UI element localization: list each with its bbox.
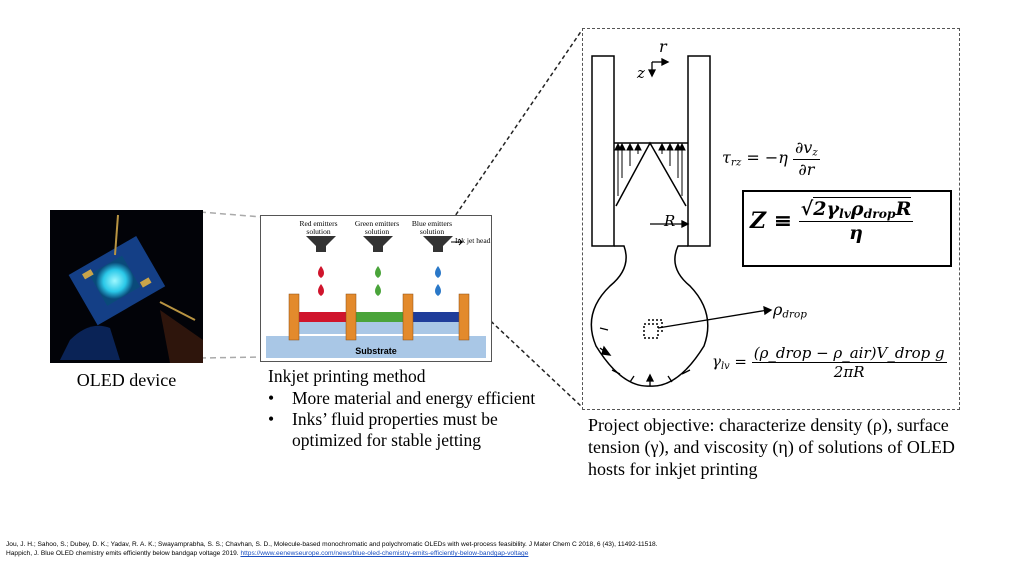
inkjet-drawing (266, 236, 486, 358)
z-num: 2γ (813, 198, 840, 220)
ink-jet-head-arrow-icon (454, 238, 462, 246)
reference-1: Jou, J. H.; Sahoo, S.; Dubey, D. K.; Yad… (6, 541, 658, 548)
z-lhs: Z ≡ (750, 208, 793, 235)
bullet-efficiency: More material and energy efficient (268, 388, 568, 409)
z-number-equation-box: Z ≡ √2γlvρdropR η (742, 190, 952, 267)
shear-num-sub: z (812, 146, 818, 159)
shear-num: ∂v (794, 138, 813, 157)
gamma-lhs: γ (712, 352, 721, 371)
z-number-equation: Z ≡ √2γlvρdropR η (750, 197, 914, 245)
oled-caption: OLED device (76, 370, 177, 390)
reference-2-text: Happich, J. Blue OLED chemistry emits ef… (6, 550, 241, 557)
z-num-end: R (895, 198, 912, 220)
oled-device-photo (50, 210, 203, 363)
gamma-lhs-sub: lv (720, 360, 730, 372)
oled-device-image (50, 210, 203, 363)
rho-drop-label: ρdrop (773, 300, 807, 321)
shear-stress-equation: τrz = −η ∂vz∂r (722, 138, 820, 179)
rho-sub: drop (782, 308, 807, 321)
ink-jet-head-label: Ink jet head (455, 236, 491, 245)
shear-rhs: = −η (746, 147, 788, 167)
blue-solution-label: Blue emitters solution (411, 219, 453, 236)
z-num-sub2: drop (863, 206, 896, 222)
z-den: η (849, 222, 863, 245)
substrate-label: Substrate (355, 346, 397, 356)
gamma-num: (ρ_drop − ρ_air)V_drop g (751, 344, 947, 363)
references: Jou, J. H.; Sahoo, S.; Dubey, D. K.; Yad… (6, 540, 1016, 558)
inkjet-figure: Red emitters solution Green emitters sol… (260, 215, 492, 362)
green-solution-label: Green emitters solution (354, 219, 400, 236)
rho-base: ρ (773, 300, 783, 319)
reference-2: Happich, J. Blue OLED chemistry emits ef… (6, 549, 1016, 558)
z-num-sub1: lv (839, 206, 851, 222)
shear-lhs-sub: rz (730, 156, 742, 169)
z-num-mid: ρ (850, 198, 864, 220)
reference-2-link[interactable]: https://www.eenewseurope.com/news/blue-o… (240, 550, 529, 557)
axis-z-label: z (637, 64, 645, 82)
shear-lhs: τ (722, 147, 731, 167)
shear-den: ∂r (798, 159, 815, 179)
gamma-den: 2πR (833, 363, 865, 381)
nozzle-detail-box (582, 28, 960, 410)
inkjet-bullet-list: More material and energy efficient Inks’… (268, 388, 568, 451)
inkjet-method-title: Inkjet printing method (268, 366, 426, 386)
axis-r-label: r (659, 37, 667, 56)
nozzle-droplet-diagram (590, 55, 773, 387)
radius-label: R (664, 212, 676, 230)
red-solution-label: Red emitters solution (299, 219, 338, 236)
project-objective: Project objective: characterize density … (588, 415, 955, 479)
bullet-fluid-properties: Inks’ fluid properties must be optimized… (268, 409, 568, 451)
